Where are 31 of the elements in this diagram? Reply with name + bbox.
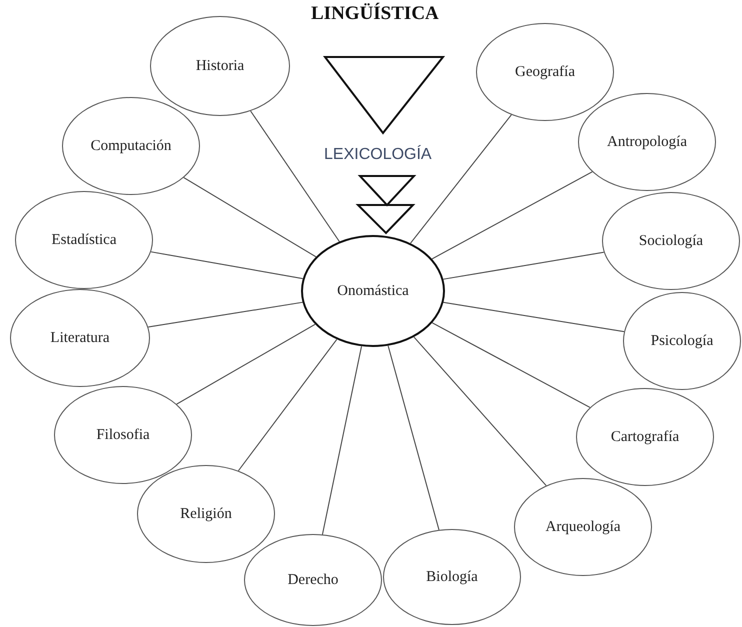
connector-line: [176, 324, 316, 405]
topic-label: Computación: [90, 138, 172, 154]
connector-line: [322, 346, 362, 535]
topic-label: Geografía: [515, 64, 575, 80]
connector-line: [413, 336, 547, 486]
topic-label: Historia: [196, 58, 244, 74]
connector-line: [183, 177, 316, 258]
connector-line: [250, 110, 340, 242]
connector-line: [238, 338, 338, 472]
topic-label: Cartografía: [610, 428, 680, 446]
topic-label: Biología: [426, 568, 478, 586]
connector-line: [148, 302, 303, 328]
topic-label: Sociología: [638, 232, 704, 250]
topic-label: Onomástica: [337, 282, 409, 300]
heading-label: LEXICOLOGÍA: [324, 146, 432, 164]
connector-line: [432, 171, 593, 260]
heading-label: LINGÜÍSTICA: [311, 3, 439, 25]
connector-line: [388, 345, 440, 530]
topic-label: Literatura: [50, 330, 110, 346]
connector-line: [432, 322, 590, 408]
topic-label: Derecho: [288, 572, 338, 588]
topic-label: Antropología: [607, 134, 687, 150]
connector-line: [442, 252, 604, 280]
topic-label: Filosofia: [96, 426, 150, 444]
topic-label: Arqueología: [546, 518, 620, 536]
topic-label: Psicología: [650, 332, 714, 350]
connector-line: [443, 302, 625, 332]
topic-label: Estadística: [52, 232, 116, 248]
topic-label: Religión: [180, 506, 232, 522]
connector-line: [410, 114, 512, 244]
connector-line: [150, 251, 304, 280]
